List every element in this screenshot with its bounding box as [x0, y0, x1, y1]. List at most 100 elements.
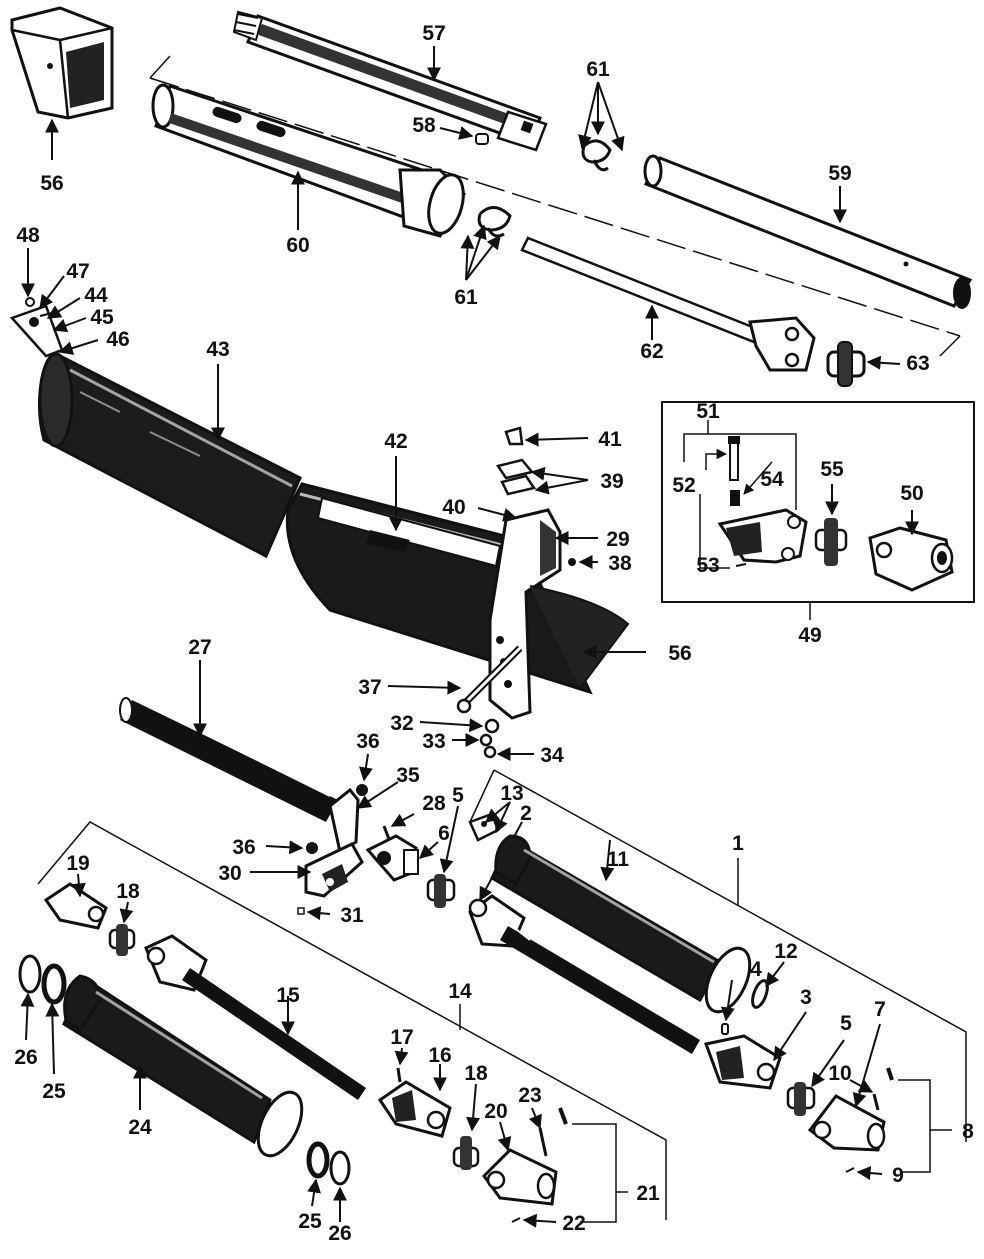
- callout-53: 53: [696, 554, 719, 577]
- callout-62: 62: [640, 340, 663, 363]
- axis-bracket-right: [939, 335, 961, 357]
- leader-25a: [45, 1002, 60, 1075]
- part-36-nut-a: [356, 784, 368, 796]
- leader-9: [856, 1166, 883, 1181]
- leader-61b-1: [465, 224, 487, 281]
- part-inset-yoke: [717, 508, 808, 564]
- part-17-pin: [396, 1067, 402, 1083]
- callout-45: 45: [90, 306, 114, 329]
- leader-32: [419, 718, 484, 733]
- callout-36a: 36: [356, 730, 379, 753]
- part-18-cross-b: [452, 1136, 480, 1170]
- part-56-bracket-top: [10, 6, 114, 120]
- callout-34: 34: [540, 744, 564, 767]
- callout-51: 51: [696, 400, 720, 423]
- callout-18a: 18: [116, 880, 140, 903]
- bracket-51: [683, 433, 797, 510]
- leader-54: [743, 461, 773, 495]
- part-6-yoke: [365, 834, 419, 882]
- assembly-1-outline: [493, 769, 967, 1142]
- callout-25a: 25: [42, 1080, 66, 1103]
- leader-25b: [307, 1178, 322, 1207]
- part-54-spring: [730, 490, 740, 506]
- callout-61a: 61: [586, 58, 610, 81]
- leader-19: [71, 873, 86, 898]
- part-5-cross-b: [786, 1082, 816, 1116]
- callout-63: 63: [906, 352, 929, 375]
- callout-21: 21: [636, 1182, 660, 1205]
- callout-25b: 25: [298, 1210, 322, 1233]
- leader-61a-3: [597, 81, 625, 152]
- callout-9: 9: [892, 1164, 904, 1187]
- assembly-axis-line: [149, 77, 961, 337]
- callout-17: 17: [390, 1026, 413, 1049]
- callout-38: 38: [608, 552, 632, 575]
- bracket-8: [898, 1079, 931, 1173]
- callout-41: 41: [598, 428, 622, 451]
- part-22-clip: [511, 1217, 521, 1223]
- part-58-pin: [475, 133, 489, 145]
- callout-26b: 26: [328, 1222, 351, 1245]
- part-26-ring-b: [329, 1150, 351, 1186]
- callout-26a: 26: [14, 1046, 37, 1069]
- part-12-washer: [751, 979, 769, 1009]
- part-61-clip-upper: [581, 139, 612, 172]
- part-3-yoke: [703, 1034, 782, 1090]
- callout-46: 46: [106, 328, 129, 351]
- callout-49: 49: [798, 624, 821, 647]
- part-24-tube: [62, 974, 304, 1158]
- part-39-plates: [495, 458, 537, 496]
- callout-14: 14: [448, 980, 472, 1003]
- leader-36b: [265, 840, 304, 855]
- callout-37: 37: [358, 676, 381, 699]
- part-41-clip: [504, 426, 524, 446]
- leader-12: [765, 961, 785, 988]
- part-23-pin: [538, 1127, 548, 1157]
- part-13-bearing: [468, 812, 500, 842]
- part-50-yoke: [868, 526, 954, 592]
- part-9-clip: [845, 1167, 855, 1173]
- leader-11: [600, 839, 615, 882]
- leader-35: [356, 781, 399, 809]
- callout-6: 6: [438, 822, 450, 845]
- leader-44: [46, 297, 81, 319]
- leader-3: [773, 1011, 807, 1062]
- leader-46: [58, 339, 99, 355]
- assembly-14-outline: [37, 821, 667, 1220]
- callout-20: 20: [484, 1100, 507, 1123]
- part-56-bracket-mid: [488, 508, 630, 720]
- leader-39b: [534, 479, 589, 495]
- callout-18b: 18: [464, 1062, 488, 1085]
- callout-35: 35: [396, 764, 420, 787]
- part-25-ring-b: [306, 1141, 330, 1179]
- callout-36b: 36: [232, 836, 255, 859]
- part-34-nut: [483, 745, 497, 759]
- leader-52: [705, 448, 728, 470]
- leader-47: [39, 275, 65, 310]
- leader-28: [390, 813, 415, 827]
- callout-27: 27: [188, 636, 211, 659]
- part-30-35-bracket: [304, 787, 364, 898]
- callout-29: 29: [606, 528, 629, 551]
- part-32-washer: [484, 718, 500, 734]
- axis-bracket-left: [149, 55, 171, 79]
- callout-10: 10: [828, 1062, 851, 1085]
- callout-42: 42: [384, 430, 407, 453]
- callout-43: 43: [206, 338, 229, 361]
- leader-31: [306, 906, 331, 921]
- callout-55: 55: [820, 458, 844, 481]
- callout-11: 11: [607, 848, 630, 871]
- inset-box-49: [661, 401, 975, 603]
- assembly-1-outline-left: [469, 769, 495, 823]
- leader-39a: [530, 466, 589, 481]
- leader-63: [866, 355, 901, 370]
- callout-31: 31: [340, 904, 364, 927]
- callout-50: 50: [900, 482, 923, 505]
- part-16-yoke: [377, 1080, 452, 1138]
- callout-40: 40: [442, 496, 465, 519]
- callout-8: 8: [962, 1120, 974, 1143]
- leader-58: [439, 126, 474, 140]
- leader-5b: [811, 1039, 845, 1088]
